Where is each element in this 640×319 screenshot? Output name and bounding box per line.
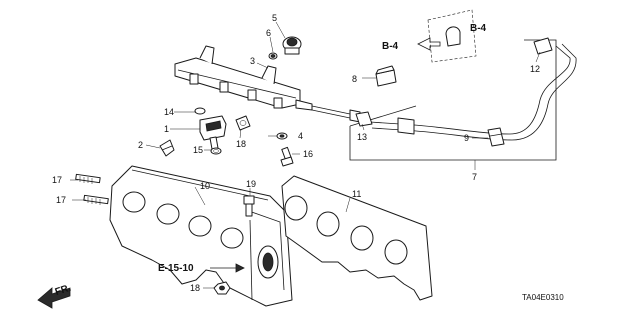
o-ring-6: [268, 52, 278, 60]
leader-lines: [70, 21, 541, 289]
diagram-code: TA04E0310: [522, 293, 564, 302]
ref-e1510: E-15-10: [158, 263, 194, 274]
pulsation-damper: [282, 36, 302, 55]
connector-12: [533, 37, 553, 55]
connector-cover-8: [375, 65, 397, 87]
washer-4: [276, 132, 288, 140]
e1510-arrow-icon: [210, 263, 245, 273]
callout-9: 9: [464, 133, 469, 143]
callout-4: 4: [298, 131, 303, 141]
bolt-16: [280, 146, 294, 167]
callout-3: 3: [250, 56, 255, 66]
callout-7: 7: [472, 172, 477, 182]
insulator-18: [235, 115, 251, 131]
callout-14: 14: [164, 107, 174, 117]
callout-6: 6: [266, 28, 271, 38]
ref-b4-right: B-4: [470, 23, 487, 34]
callout-18-top: 18: [236, 139, 246, 149]
callout-17a: 17: [52, 175, 62, 185]
fuel-feed-hose: [369, 43, 577, 141]
ref-b4-left: B-4: [382, 41, 399, 52]
nut-18: [213, 281, 231, 295]
o-ring-14: [194, 107, 206, 115]
callout-8: 8: [352, 74, 357, 84]
callout-15: 15: [193, 145, 203, 155]
ref-front: FR.: [54, 283, 73, 299]
fuel-rail: [174, 45, 361, 123]
hose-clamp-9: [487, 127, 505, 147]
manifold-gasket: [281, 175, 433, 301]
callout-11: 11: [352, 189, 361, 199]
b4-left-view: [417, 9, 477, 63]
injector-clip: [159, 139, 175, 157]
callout-2: 2: [138, 140, 143, 150]
bolt-19: [243, 195, 255, 217]
seal-ring-15: [210, 147, 222, 155]
fuel-feed-hose-box: [349, 39, 557, 161]
callout-18-bottom: 18: [190, 283, 200, 293]
quick-connector-13: [355, 111, 373, 127]
stud-bolt-17b: [83, 194, 109, 205]
front-arrow-icon: [37, 287, 71, 309]
callout-5: 5: [272, 13, 277, 23]
fuel-injector: [199, 115, 227, 150]
callout-19: 19: [246, 179, 256, 189]
callout-16: 16: [303, 149, 313, 159]
callout-12: 12: [530, 64, 540, 74]
callout-13: 13: [357, 132, 367, 142]
callout-17b: 17: [56, 195, 66, 205]
callout-10: 10: [200, 181, 210, 191]
callout-1: 1: [164, 124, 169, 134]
stud-bolt-17a: [75, 173, 101, 184]
